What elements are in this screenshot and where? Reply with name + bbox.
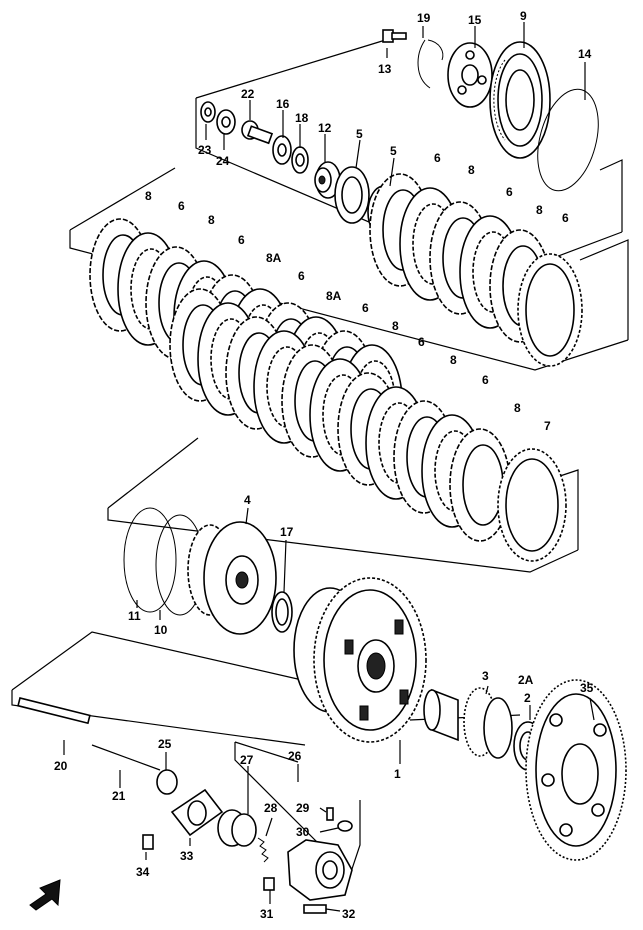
dowel-31 (263, 877, 275, 891)
label-8b: 8 (208, 213, 215, 227)
frame-hub-group (107, 437, 579, 573)
label-23: 23 (198, 143, 212, 157)
label-21: 21 (112, 789, 126, 803)
spacer-3 (423, 688, 459, 742)
label-18: 18 (295, 111, 309, 125)
label-1: 1 (394, 767, 401, 781)
label-8A1: 8A (266, 251, 282, 265)
push-piece-22 (241, 120, 274, 145)
label-11: 11 (128, 609, 141, 623)
label-13: 13 (378, 62, 392, 76)
push-rod-21 (91, 744, 161, 771)
leader-lines (63, 22, 595, 912)
clutch-plates-stack (89, 173, 551, 542)
label-5a: 5 (356, 127, 363, 141)
label-6i: 6 (562, 211, 569, 225)
label-8c: 8 (392, 319, 399, 333)
label-6g: 6 (434, 151, 441, 165)
bolt-32 (303, 904, 327, 914)
label-6a: 6 (178, 199, 185, 213)
label-33: 33 (180, 849, 194, 863)
push-rod-20 (17, 697, 91, 725)
label-32: 32 (342, 907, 356, 921)
washer-23 (200, 101, 216, 123)
label-2A: 2A (518, 673, 534, 687)
label-34: 34 (136, 865, 150, 879)
label-6d: 6 (362, 301, 369, 315)
oil-seal-25 (156, 769, 178, 795)
ring-14 (537, 88, 599, 192)
release-cover-33 (170, 788, 224, 837)
bearing-9 (489, 41, 551, 159)
bolt-13 (382, 29, 407, 43)
label-30: 30 (296, 825, 310, 839)
cap-30 (337, 820, 353, 832)
label-8g: 8 (536, 203, 543, 217)
bolt-34 (142, 834, 154, 850)
arrow-icon (29, 879, 61, 911)
label-20: 20 (54, 759, 68, 773)
label-4: 4 (244, 493, 251, 507)
part-labels: 13 19 15 9 14 22 16 18 12 5 5 23 24 8 6 … (54, 9, 594, 921)
label-10: 10 (154, 623, 168, 637)
clutch-hub-4 (187, 521, 277, 635)
label-15: 15 (468, 13, 482, 27)
washer-17 (271, 591, 293, 633)
clutch-plate-inner-25 (462, 444, 504, 526)
circlip-11 (123, 507, 177, 613)
lifter-plate-15 (447, 42, 493, 108)
bleeder-29 (326, 807, 334, 821)
label-8A2: 8A (326, 289, 342, 303)
washer-18 (291, 146, 309, 174)
label-12: 12 (318, 121, 332, 135)
label-22: 22 (241, 87, 255, 101)
release-piston-27 (217, 809, 257, 847)
needle-bearing-3 (463, 687, 513, 759)
label-8e: 8 (514, 401, 521, 415)
label-8a: 8 (145, 189, 152, 203)
spring-28 (257, 837, 269, 863)
circlip-19 (417, 39, 444, 89)
label-6h: 6 (506, 185, 513, 199)
label-26: 26 (288, 749, 302, 763)
label-6e: 6 (418, 335, 425, 349)
label-8f: 8 (468, 163, 475, 177)
release-housing-26 (287, 839, 353, 901)
label-19: 19 (417, 11, 431, 25)
label-6b: 6 (238, 233, 245, 247)
label-24: 24 (216, 154, 230, 168)
label-28: 28 (264, 801, 278, 815)
label-2: 2 (524, 691, 531, 705)
clutch-plate-6-outer (517, 253, 583, 367)
frame-plates-group (69, 167, 629, 371)
label-29: 29 (296, 801, 310, 815)
label-16: 16 (276, 97, 290, 111)
label-6c: 6 (298, 269, 305, 283)
spring-washer-5a (334, 166, 370, 224)
label-5b: 5 (390, 144, 397, 158)
clutch-housing-1 (293, 577, 427, 743)
label-3: 3 (482, 669, 489, 683)
label-7: 7 (544, 419, 551, 433)
primary-driven-gear-35 (525, 679, 627, 861)
label-14: 14 (578, 47, 592, 61)
label-35: 35 (580, 681, 594, 695)
label-6f: 6 (482, 373, 489, 387)
spring-seat-12 (314, 161, 341, 199)
nut-24 (216, 109, 236, 135)
label-25: 25 (158, 737, 172, 751)
label-27: 27 (240, 753, 254, 767)
bearing-16 (272, 135, 292, 165)
clutch-plate-7 (497, 448, 567, 562)
label-8d: 8 (450, 353, 457, 367)
label-9: 9 (520, 9, 527, 23)
label-17: 17 (280, 525, 294, 539)
label-31: 31 (260, 907, 274, 921)
